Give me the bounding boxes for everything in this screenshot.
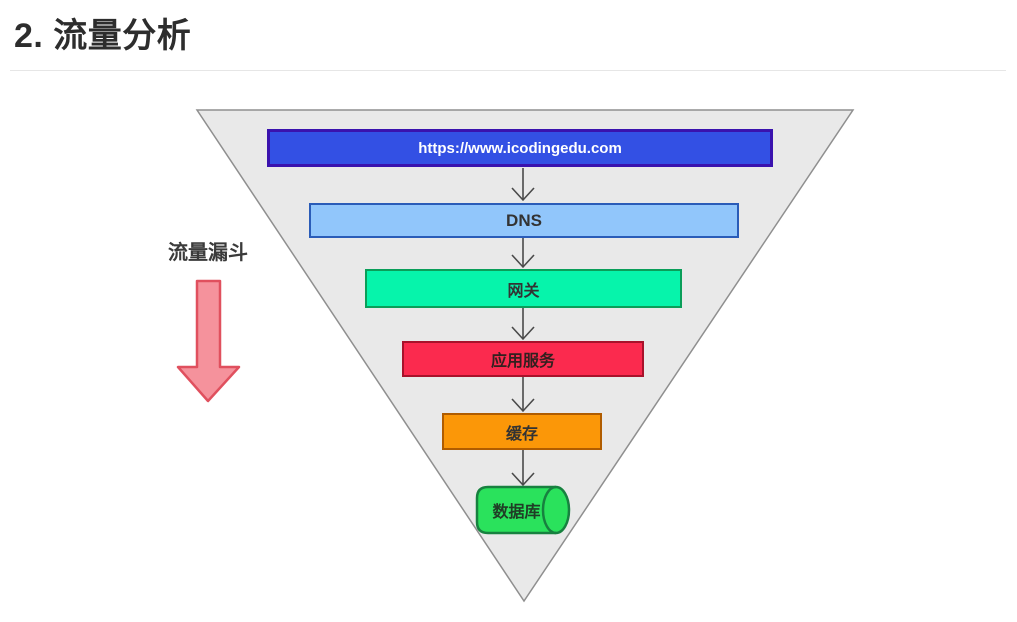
arrow-cache-to-db [511,450,535,487]
database-cylinder [475,485,571,535]
layer-dns-bar: DNS [309,203,739,238]
flow-direction-arrow [176,279,241,403]
layer-app-service-label: 应用服务 [490,353,555,370]
arrow-url-to-dns [511,168,535,202]
layer-gateway-bar: 网关 [365,269,682,308]
layer-url-bar: https://www.icodingedu.com [267,129,773,167]
layer-url-label: https://www.icodingedu.com [418,139,622,157]
arrow-app-to-cache [511,377,535,413]
layer-database-label: 数据库 [492,504,541,521]
connector-arrows [511,168,535,487]
layer-app-service-bar: 应用服务 [402,341,644,377]
arrow-gateway-to-app [511,308,535,341]
funnel-side-label: 流量漏斗 [168,242,248,264]
layer-dns-label: DNS [506,210,542,230]
layer-cache-bar: 缓存 [442,413,602,450]
title-divider [10,70,1006,71]
arrow-dns-to-gateway [511,238,535,269]
layer-cache-label: 缓存 [505,425,538,443]
page-title: 2. 流量分析 [14,17,192,55]
layer-database-label-box: 数据库 [477,487,556,533]
layer-gateway-label: 网关 [507,282,540,300]
